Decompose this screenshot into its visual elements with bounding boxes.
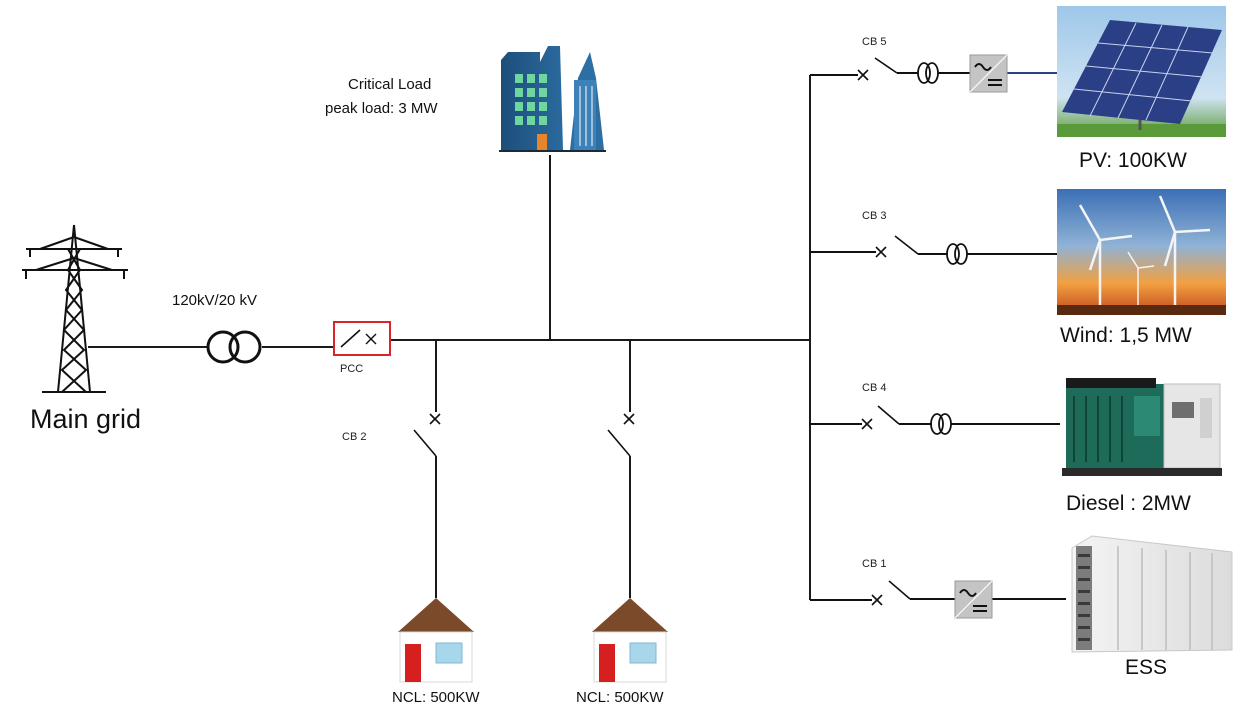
critical-load-title: Critical Load <box>348 76 431 93</box>
diesel-label: Diesel : 2MW <box>1066 492 1191 515</box>
cb1-breaker-icon <box>871 580 911 606</box>
ess-label: ESS <box>1125 656 1167 679</box>
ncl2-breaker-icon <box>607 413 635 457</box>
current-transformer-icon <box>917 62 939 84</box>
current-transformer-icon <box>946 243 968 265</box>
main-grid-label: Main grid <box>30 404 141 434</box>
critical-load-peak: peak load: 3 MW <box>325 100 438 117</box>
cb1-label: CB 1 <box>862 558 886 570</box>
transmission-tower-icon <box>22 224 128 393</box>
ncl-load-2-label: NCL: 500KW <box>576 689 664 706</box>
house-icon <box>398 598 474 683</box>
pv-branch-lines <box>810 72 1060 76</box>
ess-branch-lines <box>810 598 1066 601</box>
cb3-breaker-icon <box>875 235 919 258</box>
inverter-icon <box>954 580 993 619</box>
cb5-label: CB 5 <box>862 36 886 48</box>
solar-panel-image <box>1057 6 1226 137</box>
cb4-breaker-icon <box>861 405 900 430</box>
ncl-load-1-label: NCL: 500KW <box>392 689 480 706</box>
building-icon <box>499 46 606 152</box>
transformer-icon <box>206 330 262 364</box>
pv-label: PV: 100KW <box>1079 149 1187 172</box>
diesel-generator-image <box>1060 372 1224 484</box>
house-icon <box>592 598 668 683</box>
wind-turbine-image <box>1057 189 1226 315</box>
cb3-label: CB 3 <box>862 210 886 222</box>
wind-branch-lines <box>810 251 1060 255</box>
pcc-breaker-icon <box>333 321 391 356</box>
cb2-label: CB 2 <box>342 431 366 443</box>
cb2-breaker-icon <box>413 413 441 457</box>
current-transformer-icon <box>930 413 952 435</box>
transformer-label: 120kV/20 kV <box>172 292 257 309</box>
wind-label: Wind: 1,5 MW <box>1060 324 1192 347</box>
main-bus-lines <box>88 75 811 600</box>
battery-storage-image <box>1071 535 1233 653</box>
inverter-icon <box>969 54 1008 93</box>
pcc-label: PCC <box>340 363 363 375</box>
cb5-breaker-icon <box>857 57 898 81</box>
cb4-label: CB 4 <box>862 382 886 394</box>
